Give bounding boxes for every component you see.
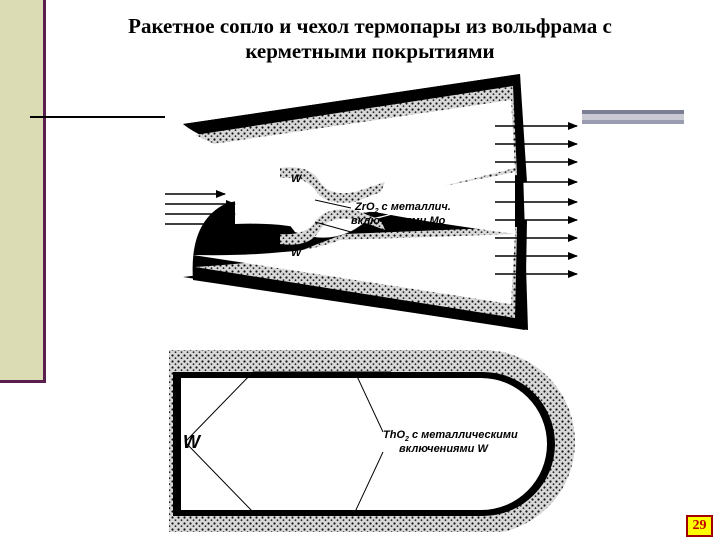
nozzle-label-w-top: W	[291, 173, 303, 185]
figure-diagram: W W ZrO2 с металлич. включениями Mo W Th…	[165, 74, 578, 532]
sheath-bore	[181, 378, 547, 510]
nozzle-lower-bore	[193, 234, 515, 304]
nozzle-leader-line	[314, 199, 352, 209]
sheath-coating-label-line1: ThO2 с металлическими	[383, 429, 518, 443]
nozzle-throat	[235, 172, 515, 234]
rocket-nozzle: W W ZrO2 с металлич. включениями Mo	[165, 74, 578, 330]
title-line-1: Ракетное сопло и чехол термопары из воль…	[128, 14, 612, 38]
nozzle-label-w-bottom: W	[291, 247, 303, 259]
sheath-leader-line	[184, 371, 254, 443]
thermocouple-sheath: W ThO2 с металлическими включениями W	[169, 350, 575, 532]
sheath-leader-line	[354, 451, 384, 513]
nozzle-throat-upper-coat	[280, 167, 385, 203]
slide-title: Ракетное сопло и чехол термопары из воль…	[60, 14, 680, 64]
decorative-rule-right	[582, 110, 684, 124]
sheath-leader-line	[354, 371, 384, 433]
sheath-label-w: W	[183, 432, 202, 452]
title-line-2: керметными покрытиями	[245, 39, 495, 63]
nozzle-coating-label-line1: ZrO2 с металлич.	[354, 201, 451, 215]
nozzle-throat-lower-coat	[280, 209, 385, 245]
decorative-rule-left	[30, 116, 165, 118]
page-number-badge: 29	[686, 515, 713, 537]
nozzle-leader-line	[314, 221, 352, 233]
sheath-coating-label-line2: включениями W	[399, 443, 489, 455]
nozzle-upper-bore	[193, 100, 515, 212]
decorative-sidebar	[0, 0, 46, 383]
sheath-leader-line	[184, 441, 254, 513]
nozzle-coating-label-line2: включениями Mo	[351, 215, 446, 227]
